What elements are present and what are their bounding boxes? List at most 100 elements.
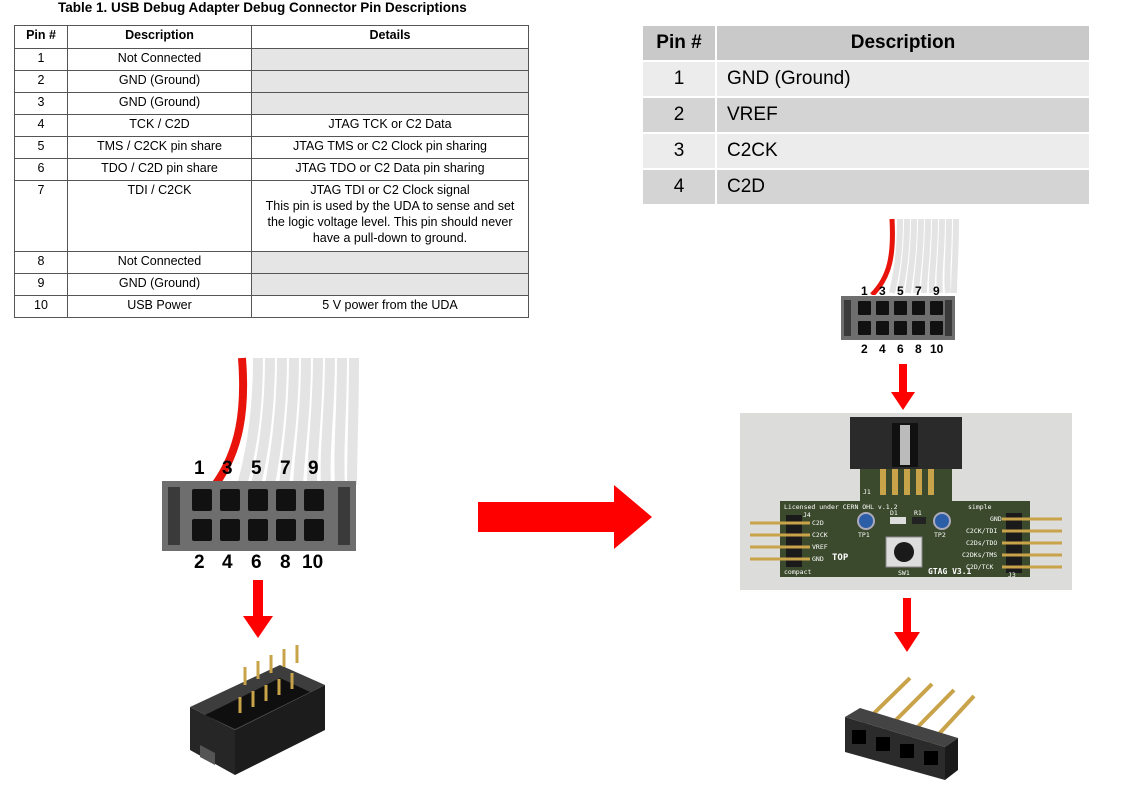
details-cell [251, 48, 529, 71]
pin-label: 7 [915, 284, 922, 298]
pin-label: 6 [897, 342, 904, 356]
desc-cell: TDO / C2D pin share [67, 158, 252, 181]
pin-cell: 3 [643, 134, 717, 170]
pin-cell: 4 [643, 170, 717, 206]
pcb-label-tp1: TP1 [858, 531, 870, 539]
details-cell [251, 251, 529, 274]
pcb-left-pin: GND [812, 555, 824, 563]
female-pin-header [845, 676, 976, 780]
down-arrow-right-top [891, 364, 915, 410]
table-row: 6 TDO / C2D pin share JTAG TDO or C2 Dat… [14, 158, 529, 181]
pin-label: 10 [302, 552, 324, 573]
pin-label: 3 [222, 458, 233, 479]
header-details: Details [251, 25, 529, 49]
pin-description-table: Pin # Description Details 1 Not Connecte… [14, 25, 529, 318]
desc-cell: C2CK [717, 134, 1089, 170]
down-arrow-right-bottom [894, 598, 920, 652]
details-cell [251, 92, 529, 115]
pcb-right-pin: GND [990, 515, 1002, 523]
pin-label: 6 [251, 552, 262, 573]
details-cell [251, 273, 529, 296]
ribbon-cable-left [211, 357, 359, 488]
pcb-license: Licensed under CERN OHL v.1.2 [784, 503, 898, 511]
pcb-board [750, 417, 1062, 577]
pinout-table-4pin: Pin # Description 1 GND (Ground) 2 VREF … [643, 26, 1089, 206]
table-row: 4 TCK / C2D JTAG TCK or C2 Data [14, 114, 529, 137]
box-header-left [190, 645, 325, 775]
desc-cell: C2D [717, 170, 1089, 206]
pcb-label-j1: J1 [863, 488, 871, 496]
pin-label: 4 [222, 552, 233, 573]
desc-cell: USB Power [67, 295, 252, 318]
desc-cell: GND (Ground) [717, 62, 1089, 98]
header-pin: Pin # [14, 25, 68, 49]
desc-cell: TDI / C2CK [67, 180, 252, 252]
table-header-row: Pin # Description [643, 26, 1089, 62]
pcb-label-d1: D1 [890, 509, 898, 517]
pin-label: 8 [915, 342, 922, 356]
desc-cell: Not Connected [67, 48, 252, 71]
pin-label: 9 [308, 458, 319, 479]
pcb-left-pin: C2CK [812, 531, 828, 539]
pcb-label-j3: J3 [1008, 571, 1016, 579]
pcb-version: GTAG V3.1 [928, 567, 972, 576]
table-row: 10 USB Power 5 V power from the UDA [14, 295, 529, 318]
pin-label: 8 [280, 552, 291, 573]
table-row: 2 GND (Ground) [14, 70, 529, 93]
pin-label: 2 [861, 342, 868, 356]
desc-cell: GND (Ground) [67, 92, 252, 115]
pin-label: 5 [897, 284, 904, 298]
pcb-right-pin: C2DKs/TMS [962, 551, 998, 559]
pcb-right-pin: C2Ds/TDO [966, 539, 998, 547]
pcb-label-top: TOP [832, 553, 849, 563]
pin-label: 10 [930, 342, 944, 356]
table-row: 1 GND (Ground) [643, 62, 1089, 98]
pin-cell: 2 [643, 98, 717, 134]
pcb-label-compact: compact [784, 568, 812, 576]
pcb-right-pin: C2CK/TDI [966, 527, 998, 535]
table-row: 9 GND (Ground) [14, 273, 529, 296]
pcb-label-r1: R1 [914, 509, 922, 517]
details-cell: JTAG TDO or C2 Data pin sharing [251, 158, 529, 181]
pin-label: 1 [861, 284, 868, 298]
down-arrow-left [243, 580, 273, 638]
pin-label: 9 [933, 284, 940, 298]
pin-cell: 1 [14, 48, 68, 71]
pin-label: 5 [251, 458, 262, 479]
idc-socket-left [162, 481, 356, 551]
pin-label: 3 [879, 284, 886, 298]
red-wire [211, 357, 248, 488]
table-row: 4 C2D [643, 170, 1089, 206]
desc-cell: TMS / C2CK pin share [67, 136, 252, 159]
details-cell: 5 V power from the UDA [251, 295, 529, 318]
pin-cell: 6 [14, 158, 68, 181]
pin-cell: 3 [14, 92, 68, 115]
pin-label: 2 [194, 552, 205, 573]
pcb-right-pin: C2D/TCK [966, 563, 994, 571]
table-row: 2 VREF [643, 98, 1089, 134]
pcb-label-simple: simple [968, 503, 992, 511]
pin-cell: 7 [14, 180, 68, 252]
red-wire [870, 218, 895, 295]
pin-cell: 4 [14, 114, 68, 137]
desc-cell: VREF [717, 98, 1089, 134]
table1-title: Table 1. USB Debug Adapter Debug Connect… [58, 0, 467, 15]
desc-cell: Not Connected [67, 251, 252, 274]
table-row: 3 C2CK [643, 134, 1089, 170]
details-cell: JTAG TDI or C2 Clock signal This pin is … [251, 180, 529, 252]
details-line: JTAG TDI or C2 Clock signal [310, 183, 470, 197]
pcb-left-pin: C2D [812, 519, 824, 527]
pcb-label-j4: J4 [803, 511, 811, 519]
pcb-label-sw1: SW1 [898, 569, 910, 577]
pin-cell: 10 [14, 295, 68, 318]
desc-cell: TCK / C2D [67, 114, 252, 137]
pin-label: 1 [194, 458, 205, 479]
pin-cell: 9 [14, 273, 68, 296]
details-extra: This pin is used by the UDA to sense and… [265, 199, 515, 245]
table-header-row: Pin # Description Details [14, 25, 529, 49]
header-pin: Pin # [643, 26, 717, 62]
desc-cell: GND (Ground) [67, 273, 252, 296]
pin-label: 4 [879, 342, 886, 356]
table-row: 7 TDI / C2CK JTAG TDI or C2 Clock signal… [14, 180, 529, 252]
details-cell: JTAG TCK or C2 Data [251, 114, 529, 137]
